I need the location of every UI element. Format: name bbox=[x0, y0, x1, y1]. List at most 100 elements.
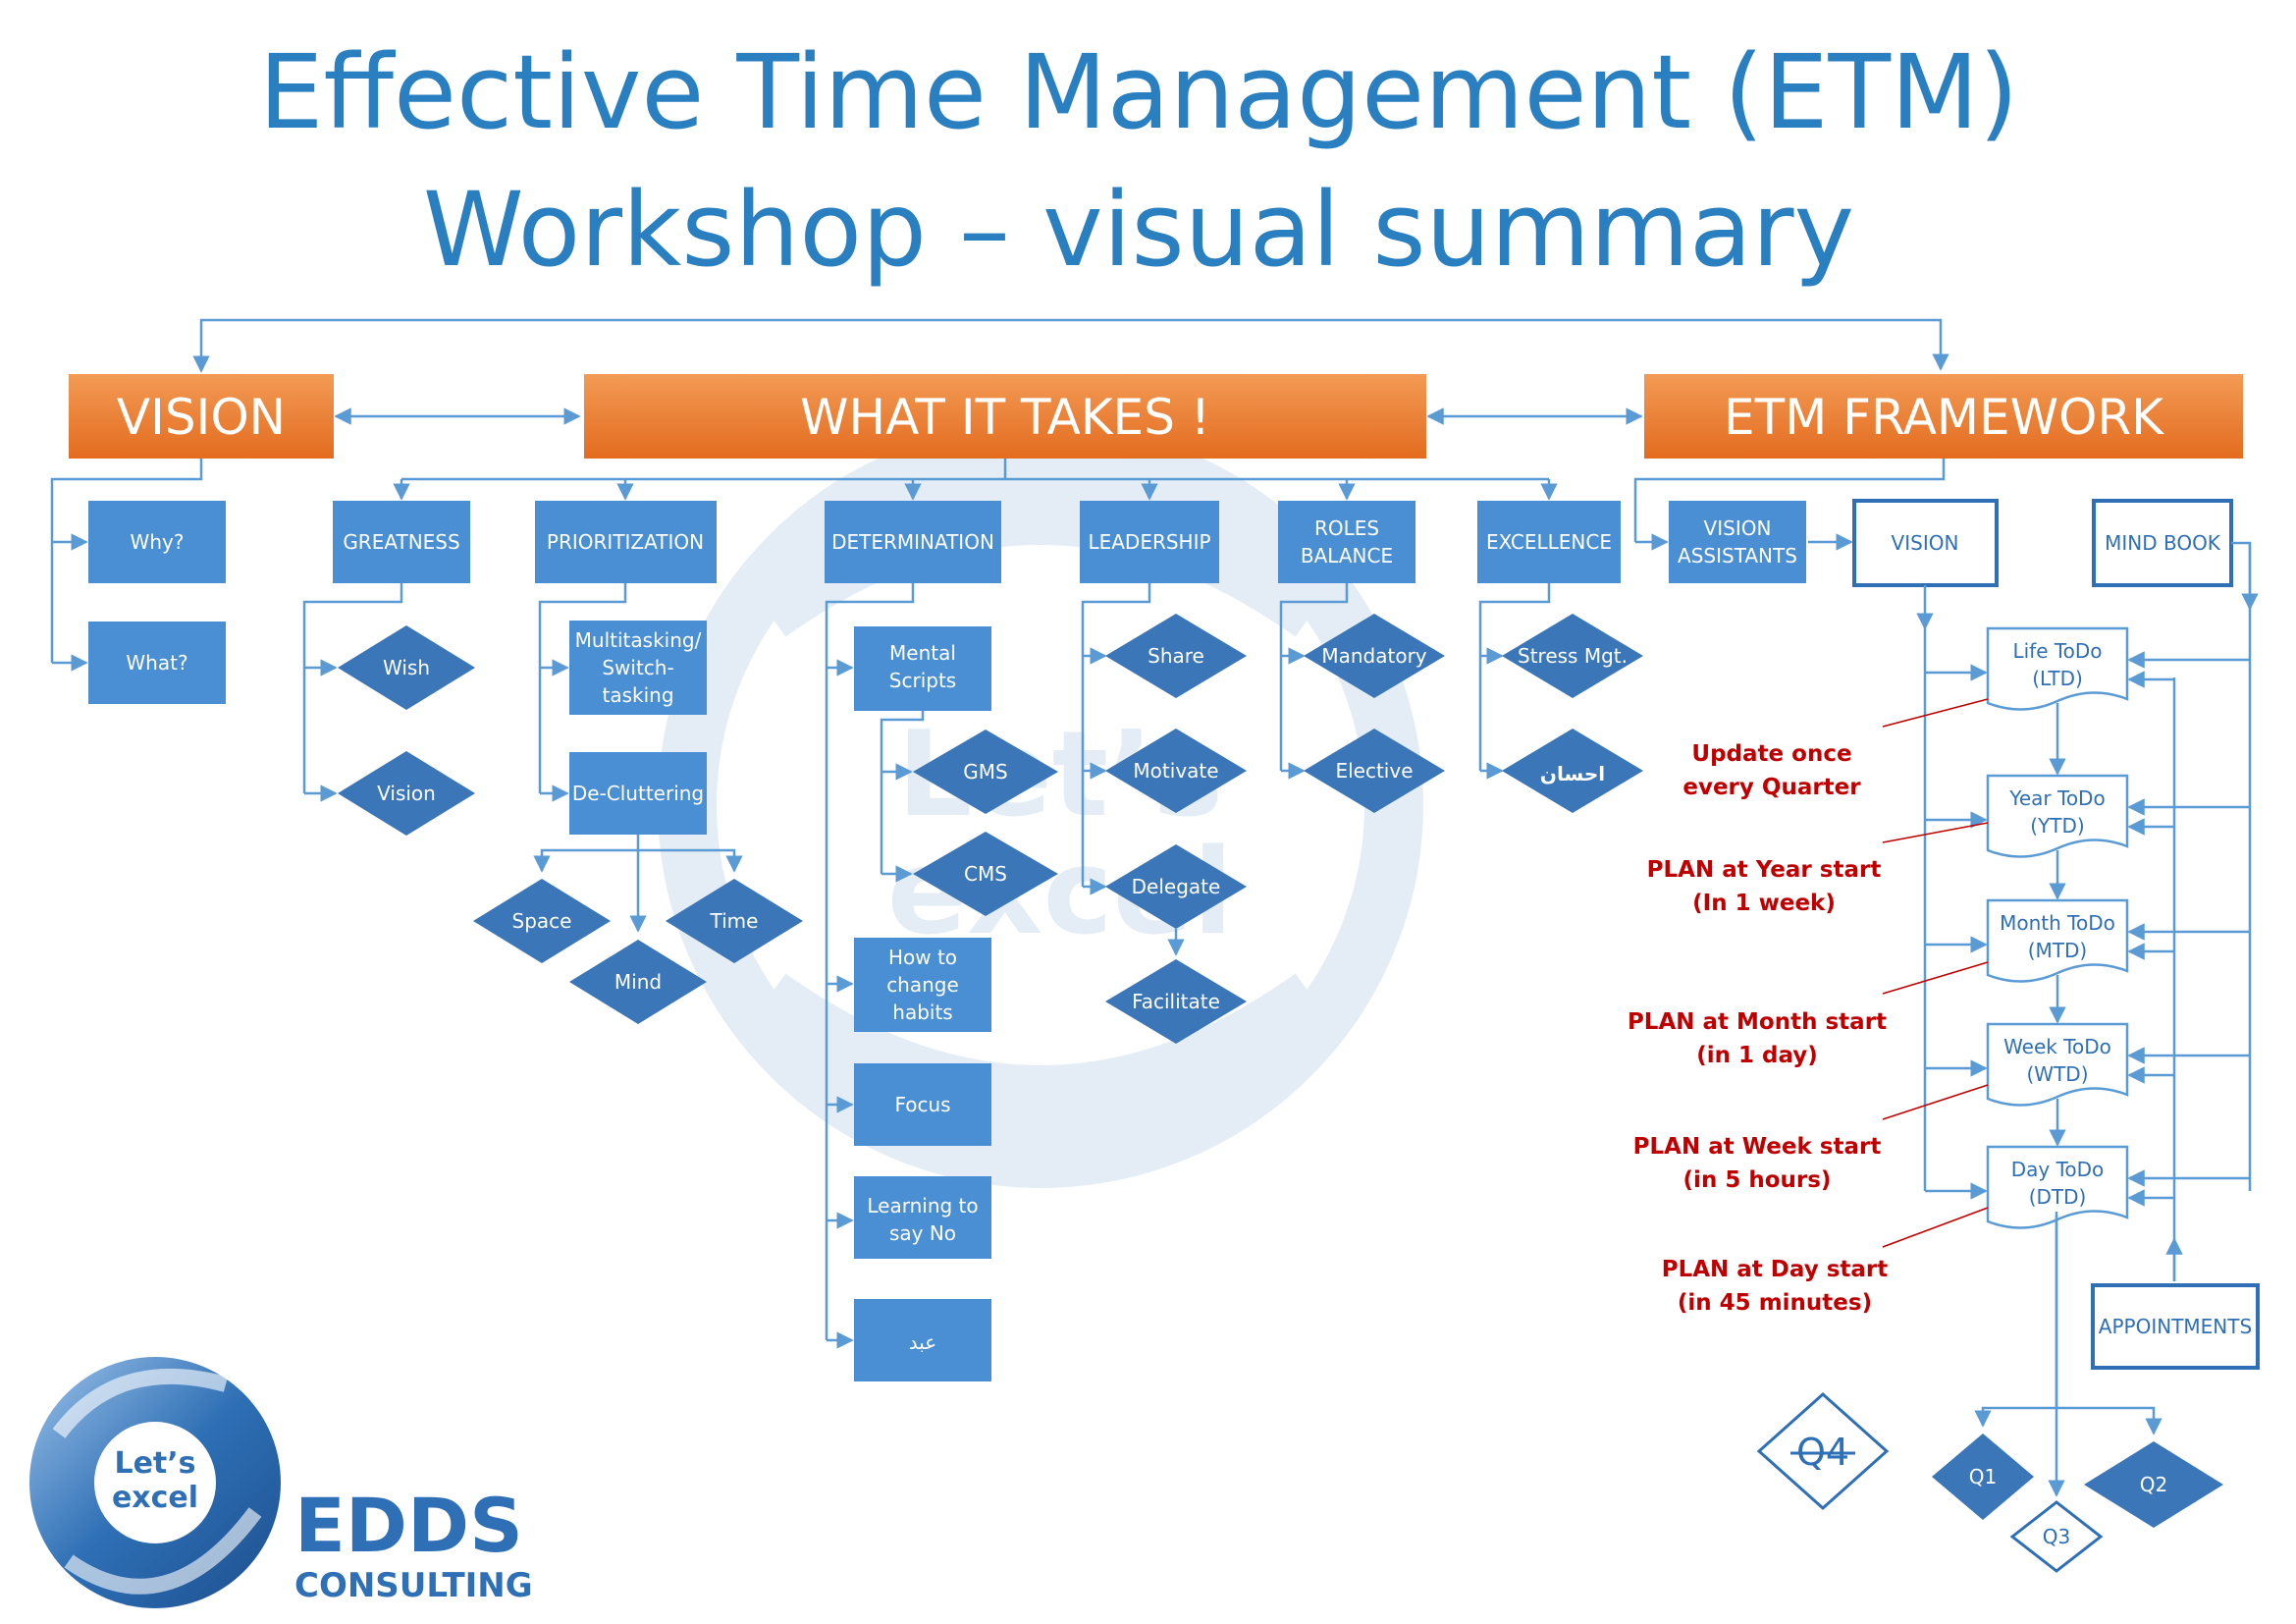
category-excellence: EXCELLENCE bbox=[1477, 501, 1621, 583]
gms-diamond bbox=[913, 730, 1058, 814]
todo-doc: Month ToDo(MTD) bbox=[1986, 898, 2129, 983]
category-excellence-label: EXCELLENCE bbox=[1486, 530, 1612, 554]
q4-diamond bbox=[1756, 1391, 1890, 1511]
leadership-branch: Share Motivate Delegate Facilitate bbox=[1081, 583, 1247, 1044]
mental-scripts-label-1: Mental bbox=[889, 641, 956, 665]
category-leadership: LEADERSHIP bbox=[1080, 501, 1219, 583]
mandatory-diamond bbox=[1304, 614, 1445, 698]
todo-name: Year ToDo bbox=[2008, 786, 2105, 810]
vision-what-label: What? bbox=[126, 651, 187, 675]
vision-branch: Why? What? bbox=[50, 459, 226, 704]
decluttering-label: De-Cluttering bbox=[572, 782, 704, 805]
planning-note: every Quarter bbox=[1682, 775, 1861, 800]
category-prioritization-label: PRIORITIZATION bbox=[547, 530, 704, 554]
category-greatness-label: GREATNESS bbox=[343, 530, 459, 554]
abd-box bbox=[854, 1299, 991, 1381]
company-logo: Let’s excel EDDS CONSULTING bbox=[29, 1357, 533, 1608]
space-diamond bbox=[473, 879, 611, 963]
vision-what-box bbox=[88, 622, 226, 704]
decluttering-box bbox=[569, 752, 707, 835]
appointments-box bbox=[2091, 1283, 2260, 1370]
say-no-label-2: say No bbox=[889, 1221, 956, 1245]
multitasking-label-1: Multitasking/ bbox=[575, 628, 702, 652]
q3-diamond bbox=[2009, 1500, 2104, 1573]
mind-label: Mind bbox=[614, 970, 662, 994]
q1-diamond bbox=[1932, 1434, 2034, 1520]
greatness-vision-diamond bbox=[338, 751, 475, 836]
todo-doc: Day ToDo (DTD) bbox=[1986, 1145, 2129, 1229]
share-diamond bbox=[1105, 614, 1247, 698]
note-pointer bbox=[1882, 698, 1989, 728]
logo-company: EDDS bbox=[294, 1482, 523, 1569]
q2-diamond bbox=[2084, 1441, 2223, 1528]
header-vision: VISION bbox=[69, 374, 334, 459]
category-determination: DETERMINATION bbox=[825, 501, 1001, 583]
planning-note: (In 1 week) bbox=[1692, 891, 1836, 916]
mental-scripts-label-2: Scripts bbox=[889, 669, 956, 692]
header-vision-label: VISION bbox=[117, 389, 286, 446]
logo-badge-line2: excel bbox=[112, 1481, 198, 1515]
habits-box bbox=[854, 938, 991, 1032]
what-it-takes-connectors bbox=[393, 459, 1558, 501]
mental-scripts-box bbox=[854, 626, 991, 711]
category-roles-label-2: BALANCE bbox=[1301, 544, 1393, 568]
top-connectors bbox=[192, 318, 1949, 425]
facilitate-diamond bbox=[1105, 959, 1247, 1044]
note-pointer bbox=[1882, 1084, 1989, 1120]
wish-diamond bbox=[338, 625, 475, 710]
category-roles-balance: ROLES BALANCE bbox=[1278, 501, 1415, 583]
header-etm-framework-label: ETM FRAMEWORK bbox=[1724, 389, 2164, 446]
q3-label: Q3 bbox=[2043, 1525, 2070, 1548]
planning-note: PLAN at Year start bbox=[1647, 857, 1882, 883]
todo-name: Day ToDo bbox=[2011, 1158, 2105, 1181]
multitasking-box bbox=[569, 621, 707, 715]
q1-label: Q1 bbox=[1969, 1465, 1997, 1489]
planning-note: PLAN at Day start bbox=[1662, 1257, 1889, 1282]
planning-note: PLAN at Week start bbox=[1633, 1134, 1882, 1160]
wish-label: Wish bbox=[383, 656, 430, 679]
roles-branch: Mandatory Elective bbox=[1279, 583, 1445, 813]
stress-diamond bbox=[1502, 614, 1643, 698]
note-pointer bbox=[1882, 1207, 1989, 1248]
say-no-label-1: Learning to bbox=[867, 1194, 978, 1218]
stress-label: Stress Mgt. bbox=[1518, 644, 1628, 668]
logo-subtitle: CONSULTING bbox=[294, 1566, 533, 1605]
ihsan-diamond bbox=[1502, 729, 1643, 813]
delegate-label: Delegate bbox=[1132, 875, 1221, 898]
planning-note: (in 5 hours) bbox=[1683, 1167, 1832, 1193]
todo-name: Life ToDo bbox=[2012, 639, 2102, 663]
framework-vision-label: VISION bbox=[1892, 531, 1959, 555]
habits-label-2: change bbox=[886, 973, 959, 997]
appointments-label: APPOINTMENTS bbox=[2099, 1315, 2252, 1338]
todo-doc-shape bbox=[1986, 1022, 2129, 1107]
todo-doc-shape bbox=[1986, 774, 2129, 858]
q2-label: Q2 bbox=[2140, 1473, 2167, 1496]
header-what-it-takes-label: WHAT IT TAKES ! bbox=[800, 389, 1210, 446]
todo-doc-shape bbox=[1986, 898, 2129, 983]
focus-box bbox=[854, 1063, 991, 1146]
todo-abbr: (YTD) bbox=[2030, 814, 2084, 838]
todo-doc: Year ToDo (YTD) bbox=[1986, 774, 2129, 858]
greatness-vision-label: Vision bbox=[377, 782, 436, 805]
delegate-diamond bbox=[1105, 844, 1247, 929]
prioritization-branch: Multitasking/ Switch- tasking De-Clutter… bbox=[473, 583, 803, 1024]
time-diamond bbox=[666, 879, 803, 963]
category-prioritization: PRIORITIZATION bbox=[535, 501, 717, 583]
cms-label: CMS bbox=[964, 862, 1007, 886]
title-line2: Workshop – visual summary bbox=[423, 170, 1854, 290]
planning-note: PLAN at Month start bbox=[1628, 1009, 1887, 1035]
vision-assistants-box bbox=[1669, 501, 1806, 583]
header-what-it-takes: WHAT IT TAKES ! bbox=[584, 374, 1426, 459]
logo-badge-line1: Let’s bbox=[114, 1446, 195, 1481]
category-roles-label-1: ROLES bbox=[1314, 516, 1379, 540]
todo-abbr: (DTD) bbox=[2029, 1185, 2087, 1209]
logo-badge-center bbox=[94, 1422, 216, 1543]
vision-why-box bbox=[88, 501, 226, 583]
determination-branch: Mental Scripts GMS CMS How to change hab… bbox=[825, 583, 1058, 1381]
share-label: Share bbox=[1148, 644, 1204, 668]
mind-diamond bbox=[569, 940, 707, 1024]
framework-branch: VISION ASSISTANTS VISION MIND BOOK Life … bbox=[1628, 459, 2260, 1573]
todo-doc: Week ToDo(WTD) bbox=[1986, 1022, 2129, 1107]
todo-doc: Life ToDo(LTD) bbox=[1986, 626, 2129, 711]
